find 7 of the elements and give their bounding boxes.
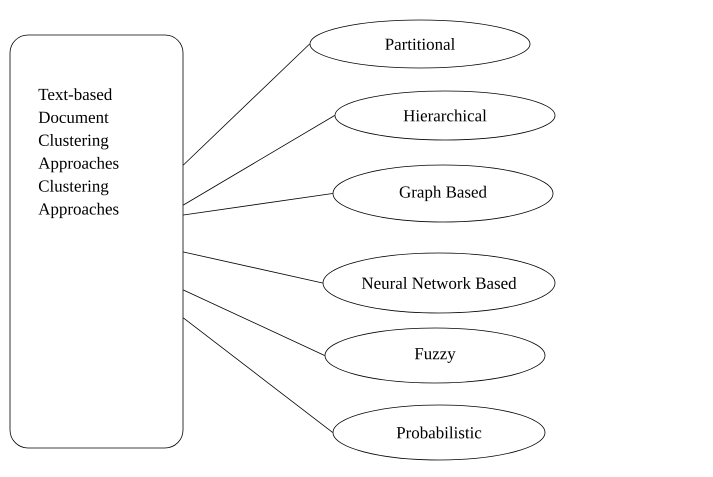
connector-line	[183, 115, 335, 206]
connector-line	[183, 193, 333, 216]
rounded-box: Text-based Document Clustering Approaches Clustering Approaches	[10, 34, 184, 448]
connector-line	[183, 290, 325, 356]
connector-line	[183, 252, 323, 284]
connector-line	[183, 318, 333, 433]
connector-line	[183, 44, 310, 166]
